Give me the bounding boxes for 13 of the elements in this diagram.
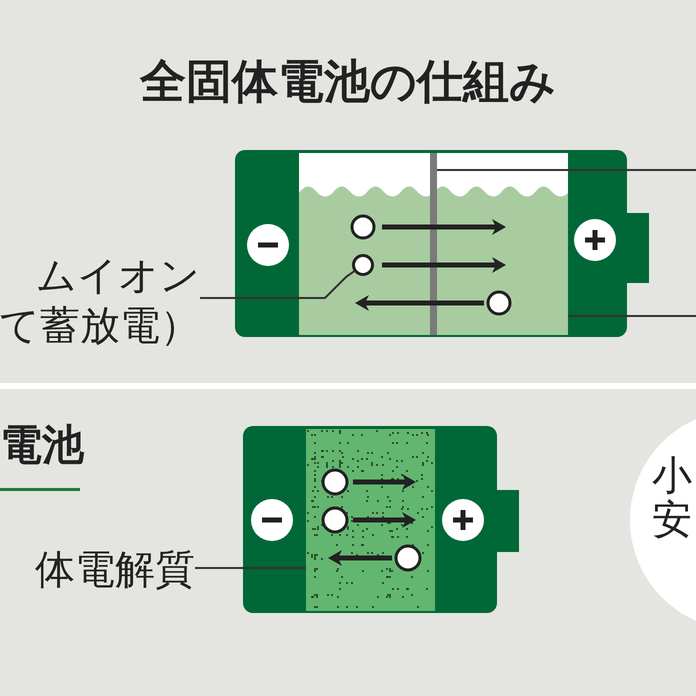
callout-text: て蓄放電）	[0, 303, 200, 350]
title: 全固体電池の仕組み	[138, 58, 557, 104]
liquid-electrolyte	[299, 153, 568, 335]
leader-line	[200, 270, 355, 299]
separator-bar	[430, 153, 437, 335]
section-heading: 電池	[0, 424, 84, 466]
badge-text: 安	[652, 498, 693, 542]
leader-line	[568, 315, 696, 317]
callout-text: ムイオン	[36, 253, 200, 300]
leader-line	[437, 169, 696, 171]
callout-text: 体電解質	[35, 547, 195, 594]
badge-text: 小	[652, 454, 693, 498]
leader-line	[195, 567, 306, 569]
